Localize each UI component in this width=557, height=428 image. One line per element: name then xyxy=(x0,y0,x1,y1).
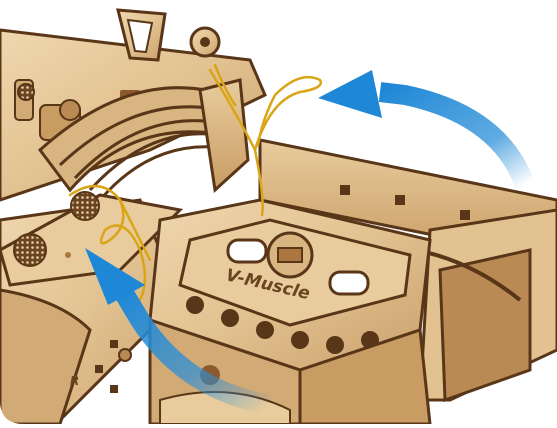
side-letter-label: R xyxy=(70,374,79,388)
engine-block: V-Muscle xyxy=(150,200,430,424)
